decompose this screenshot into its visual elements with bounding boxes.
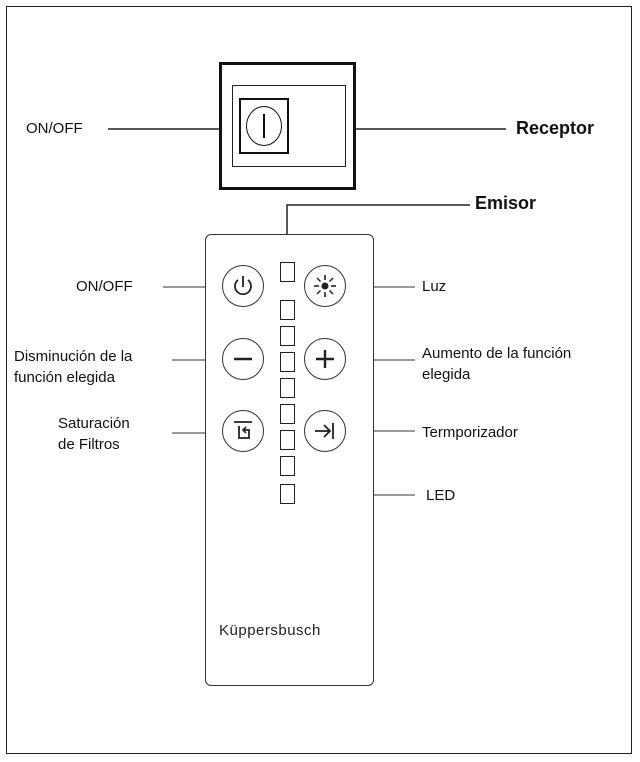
- luz-label: Luz: [422, 278, 447, 295]
- plus-icon: [316, 350, 334, 368]
- line-emisor: [286, 204, 470, 234]
- saturacion-label: Saturación de Filtros: [58, 415, 130, 453]
- timer-icon: [315, 423, 334, 439]
- remote-onoff-label: ON/OFF: [76, 278, 133, 295]
- aumento-label: Aumento de la función elegida: [422, 345, 572, 383]
- diagram-frame: [6, 6, 632, 754]
- receptor-label: Receptor: [516, 118, 595, 138]
- led-indicator: [280, 430, 295, 450]
- led-indicator: [280, 326, 295, 346]
- remote-timer-button: [304, 410, 346, 452]
- led-indicator: [280, 484, 295, 504]
- power-icon: [234, 276, 252, 296]
- remote-light-button: [304, 265, 346, 307]
- light-icon: [314, 275, 336, 297]
- remote-power-button: [222, 265, 264, 307]
- brand-logo: Küppersbusch: [219, 622, 321, 639]
- led-label: LED: [426, 487, 456, 504]
- receiver-panel: [232, 85, 346, 167]
- receiver-onoff-label: ON/OFF: [26, 120, 83, 137]
- receiver-onoff-button: [239, 98, 289, 154]
- led-indicator: [280, 262, 295, 282]
- remote-plus-button: [304, 338, 346, 380]
- emisor-label: Emisor: [475, 193, 537, 213]
- power-symbol-icon: [246, 106, 282, 146]
- led-indicator: [280, 352, 295, 372]
- remote-filter-button: [222, 410, 264, 452]
- remote-minus-button: [222, 338, 264, 380]
- temporizador-label: Termporizador: [422, 424, 518, 441]
- minus-icon: [234, 357, 252, 361]
- led-indicator: [280, 378, 295, 398]
- led-indicator: [280, 300, 295, 320]
- disminucion-label: Disminución de la función elegida: [14, 348, 133, 386]
- receiver-unit: [219, 62, 356, 190]
- filter-saturation-icon: [234, 421, 252, 439]
- led-indicator: [280, 456, 295, 476]
- led-indicator: [280, 404, 295, 424]
